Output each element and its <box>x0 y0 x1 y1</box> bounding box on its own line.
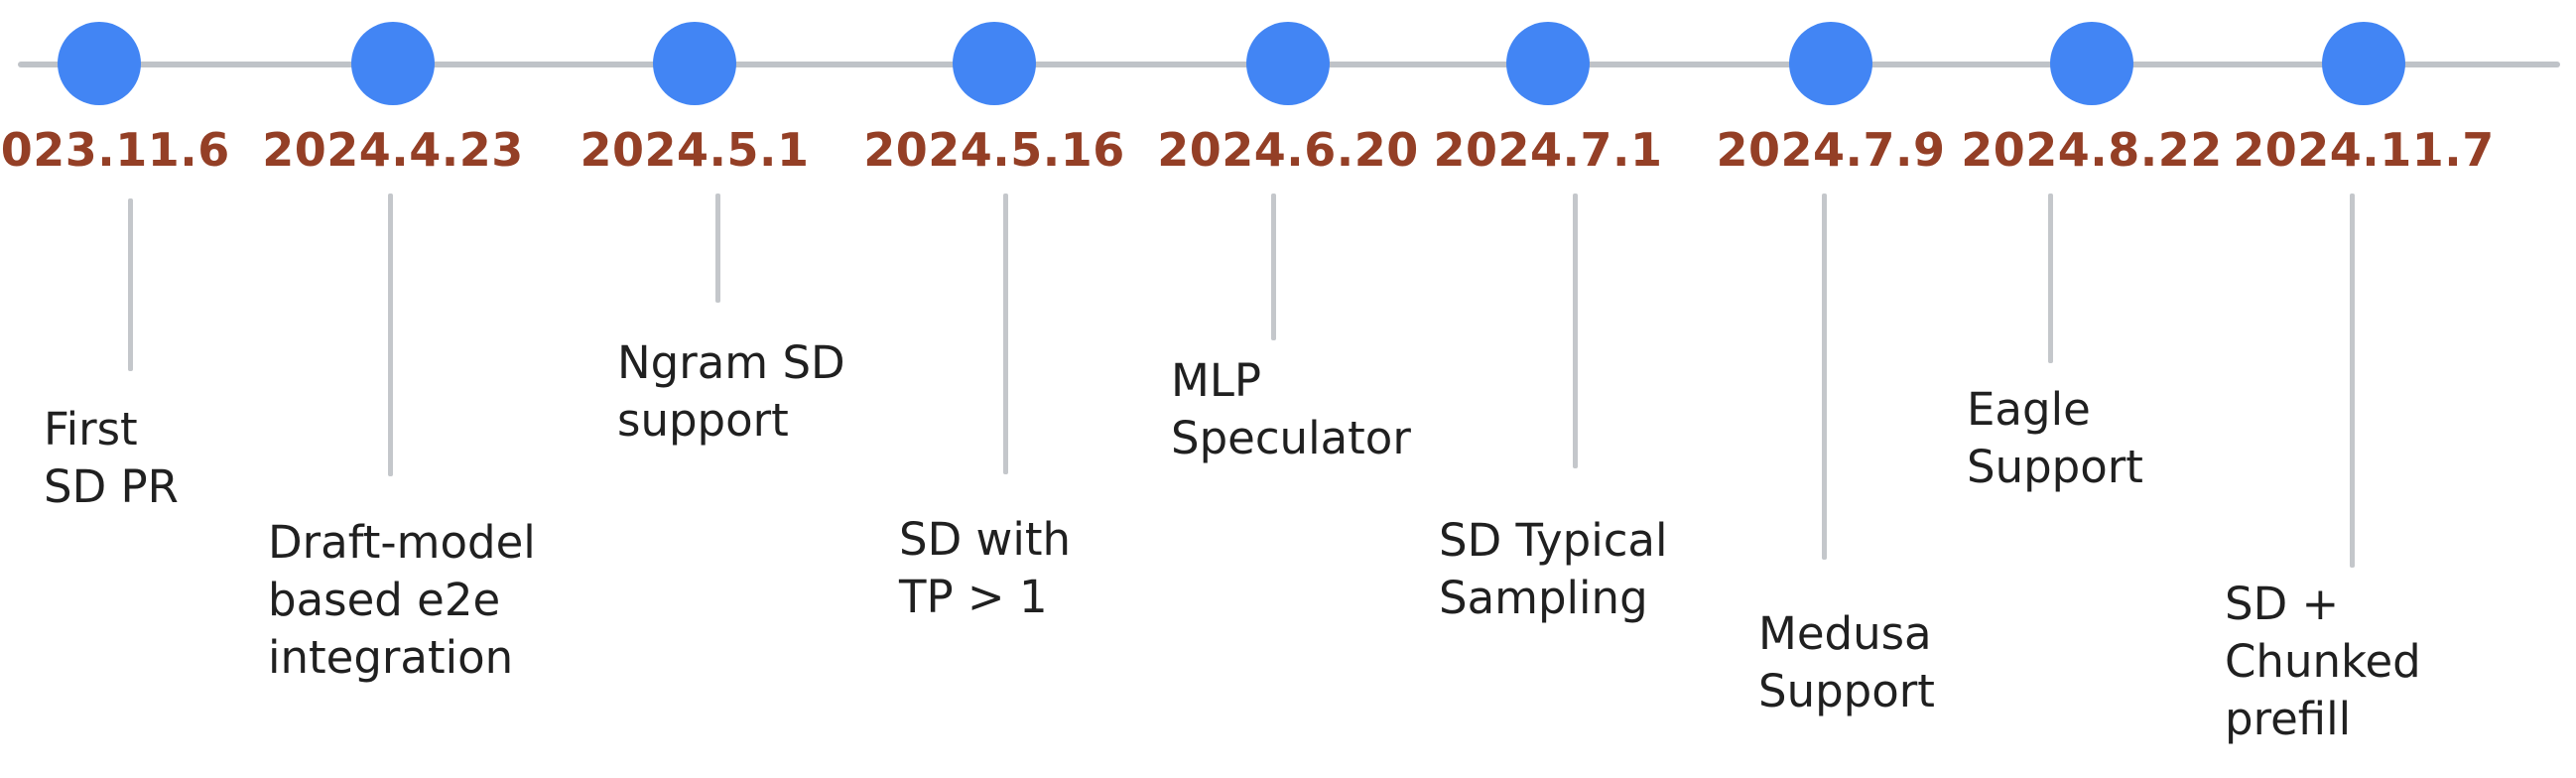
milestone-description-line: Medusa <box>1758 607 1932 660</box>
milestone-description-line: Speculator <box>1171 412 1411 464</box>
milestone-dot <box>2050 22 2133 105</box>
milestone-dot <box>58 22 141 105</box>
milestone-date: 2024.8.22 <box>1961 123 2223 177</box>
milestone-date: 2024.7.9 <box>1716 123 1946 177</box>
milestone-description-line: based e2e <box>268 574 501 626</box>
milestone-description-line: SD Typical <box>1439 514 1668 567</box>
milestone-description-line: Draft-model <box>268 516 536 569</box>
milestone-description-line: MLP <box>1171 354 1262 407</box>
milestone-dot <box>1789 22 1872 105</box>
milestone-description-line: prefill <box>2225 693 2352 745</box>
milestone-connector <box>388 194 393 476</box>
milestone-connector <box>1573 194 1578 468</box>
milestone-description-line: SD + <box>2225 578 2340 630</box>
milestone-description-line: Support <box>1758 665 1935 717</box>
milestone-connector <box>1271 194 1276 340</box>
milestone-dot <box>1506 22 1590 105</box>
milestone-description-line: First <box>44 403 138 455</box>
milestone-date: 2024.6.20 <box>1157 123 1419 177</box>
milestone-connector <box>715 194 720 303</box>
milestone-date: 2024.5.1 <box>580 123 810 177</box>
milestone-dot <box>2322 22 2405 105</box>
milestone-description-line: Chunked <box>2225 635 2421 688</box>
milestone-description-line: SD PR <box>44 460 179 513</box>
milestone-description-line: Eagle <box>1967 383 2091 436</box>
milestone-description-line: support <box>617 394 789 447</box>
milestone-connector <box>1822 194 1827 560</box>
milestone-description-line: SD with <box>899 513 1071 566</box>
milestone-date: 2024.11.7 <box>2233 123 2495 177</box>
milestone-description-line: TP > 1 <box>899 571 1048 623</box>
milestone-date: 2024.5.16 <box>863 123 1125 177</box>
milestone-description-line: integration <box>268 631 514 684</box>
milestone-date: 2024.4.23 <box>262 123 524 177</box>
milestone-date: 2024.7.1 <box>1433 123 1663 177</box>
milestone-dot <box>953 22 1036 105</box>
milestone-connector <box>2048 194 2053 363</box>
milestone-dot <box>653 22 736 105</box>
milestone-description-line: Ngram SD <box>617 336 845 389</box>
milestone-description-line: Support <box>1967 441 2143 493</box>
milestone-connector <box>1003 194 1008 474</box>
milestone-connector <box>128 198 133 371</box>
milestone-date: 2023.11.6 <box>0 123 230 177</box>
milestone-connector <box>2350 194 2355 568</box>
milestone-dot <box>351 22 435 105</box>
milestone-dot <box>1246 22 1330 105</box>
milestone-description-line: Sampling <box>1439 572 1648 624</box>
